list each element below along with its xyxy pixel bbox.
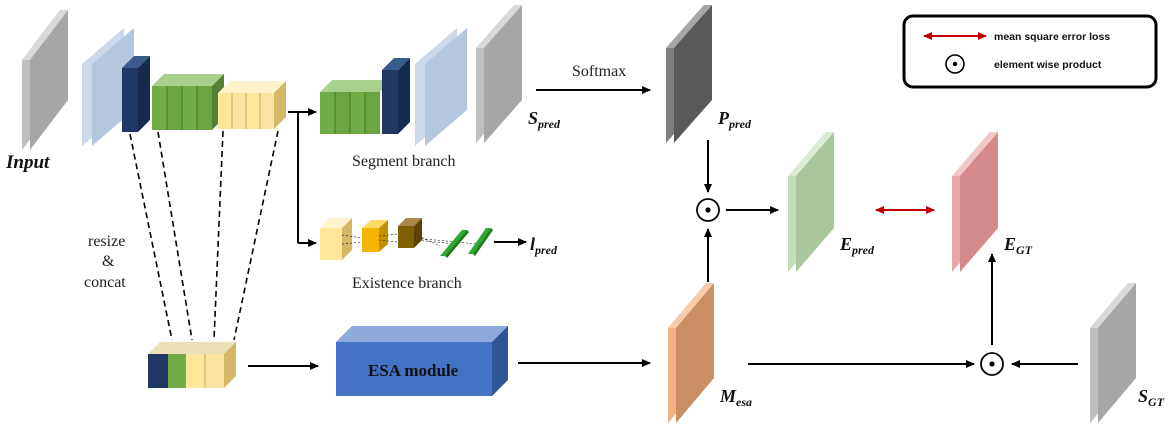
- segment-branch-label: Segment branch: [352, 153, 456, 170]
- s-gt-symbol: SGT: [1138, 386, 1165, 409]
- segment-branch-navy-block: [382, 58, 410, 134]
- segment-branch-green-blocks: [320, 80, 392, 134]
- softmax-label: Softmax: [572, 63, 626, 80]
- p-pred-symbol: Ppred: [717, 108, 752, 131]
- encoder-green-blocks: [152, 74, 224, 130]
- m-esa-slab: [668, 283, 714, 423]
- product-node-lower: [748, 253, 1078, 376]
- s-pred-symbol: Spred: [528, 108, 561, 131]
- input-slab: [22, 10, 68, 150]
- encoder-yellow-blocks: [218, 81, 286, 129]
- s-gt-slab: [1090, 283, 1136, 423]
- resize-dashed-lines: [129, 130, 279, 341]
- segment-branch-light-blue-slab: [415, 28, 467, 146]
- existence-branch: [320, 218, 527, 260]
- legend-product-label: element wise product: [994, 59, 1102, 71]
- p-pred-slab: [666, 5, 712, 143]
- legend: [902, 14, 1158, 89]
- e-gt-symbol: EGT: [1003, 234, 1033, 257]
- esa-module-block: [336, 326, 508, 396]
- esa-module-label: ESA module: [368, 361, 459, 380]
- resize-label-line1: resize: [88, 233, 125, 250]
- product-node-upper: [696, 140, 779, 282]
- concat-blocks: [148, 342, 236, 388]
- legend-mse-label: mean square error loss: [994, 31, 1110, 43]
- m-esa-symbol: Mesa: [719, 386, 752, 409]
- s-pred-slab: [476, 5, 522, 143]
- encoder-layer-navy: [122, 56, 150, 132]
- e-pred-slab: [788, 132, 834, 272]
- input-label: Input: [5, 152, 50, 173]
- e-gt-slab: [952, 132, 998, 272]
- branch-fork-connector: [288, 108, 317, 247]
- e-pred-symbol: Epred: [839, 234, 875, 257]
- resize-label-line2: &: [102, 253, 115, 270]
- existence-branch-label: Existence branch: [352, 275, 462, 292]
- resize-label-line3: concat: [84, 274, 126, 291]
- l-pred-symbol: lpred: [530, 234, 558, 257]
